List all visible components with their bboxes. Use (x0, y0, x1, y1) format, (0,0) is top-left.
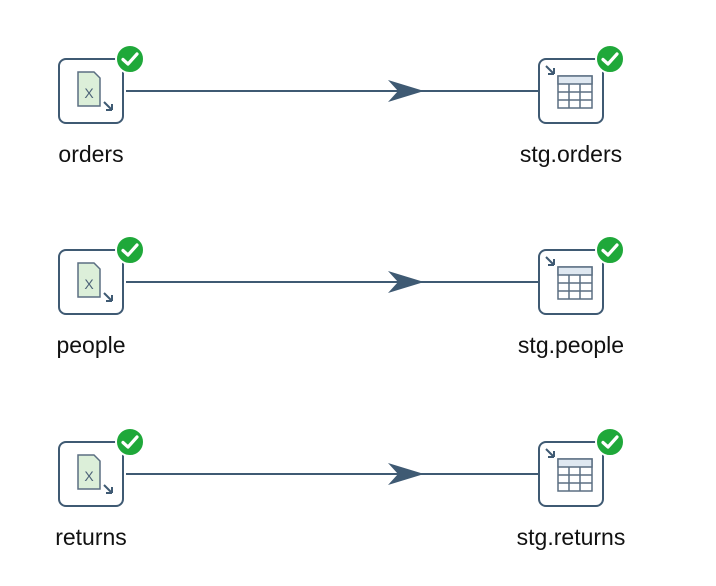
table-output-icon[interactable] (538, 249, 604, 315)
hop-arrow-icon (388, 80, 424, 102)
table-output-icon[interactable] (538, 58, 604, 124)
step-label-stg-people[interactable]: stg.people (517, 332, 625, 358)
hop-arrow-icon (388, 271, 424, 293)
step-people-output[interactable] (538, 235, 625, 349)
success-check-icon (595, 44, 625, 74)
step-orders-output[interactable] (538, 44, 625, 158)
step-label-returns[interactable]: returns (55, 524, 127, 550)
step-returns-output[interactable] (538, 427, 625, 541)
table-output-icon[interactable] (538, 441, 604, 507)
success-check-icon (115, 235, 145, 265)
svg-text:X: X (84, 85, 94, 101)
excel-input-icon[interactable]: X (58, 249, 124, 315)
excel-input-icon[interactable]: X (58, 58, 124, 124)
step-orders-input[interactable]: X (58, 44, 145, 158)
svg-text:X: X (84, 468, 94, 484)
hop-arrow-icon (388, 463, 424, 485)
success-check-icon (595, 427, 625, 457)
step-label-people[interactable]: people (56, 332, 126, 358)
svg-text:X: X (84, 276, 94, 292)
excel-input-icon[interactable]: X (58, 441, 124, 507)
step-people-input[interactable]: X (58, 235, 145, 349)
step-label-stg-orders[interactable]: stg.orders (519, 141, 623, 167)
success-check-icon (115, 427, 145, 457)
success-check-icon (115, 44, 145, 74)
step-label-orders[interactable]: orders (58, 141, 124, 167)
success-check-icon (595, 235, 625, 265)
step-label-stg-returns[interactable]: stg.returns (516, 524, 626, 550)
step-returns-input[interactable]: X (58, 427, 145, 541)
